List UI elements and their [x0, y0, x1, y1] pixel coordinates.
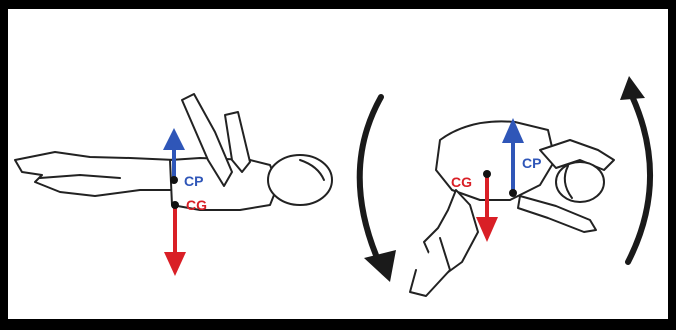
rotation-arrow-left — [360, 97, 396, 282]
left-cp-label: CP — [184, 173, 203, 189]
right-cp-point — [509, 189, 517, 197]
left-skydiver-legs — [15, 152, 178, 196]
left-cg-point — [171, 201, 179, 209]
left-cg-force-arrow — [164, 205, 186, 276]
right-skydiver-head — [556, 162, 604, 202]
right-cg-label: CG — [451, 174, 472, 190]
left-cg-label: CG — [186, 197, 207, 213]
right-cp-label: CP — [522, 155, 541, 171]
left-cp-point — [170, 176, 178, 184]
right-cg-point — [483, 170, 491, 178]
left-skydiver-head — [268, 155, 332, 205]
rotation-arrow-right — [620, 76, 650, 262]
